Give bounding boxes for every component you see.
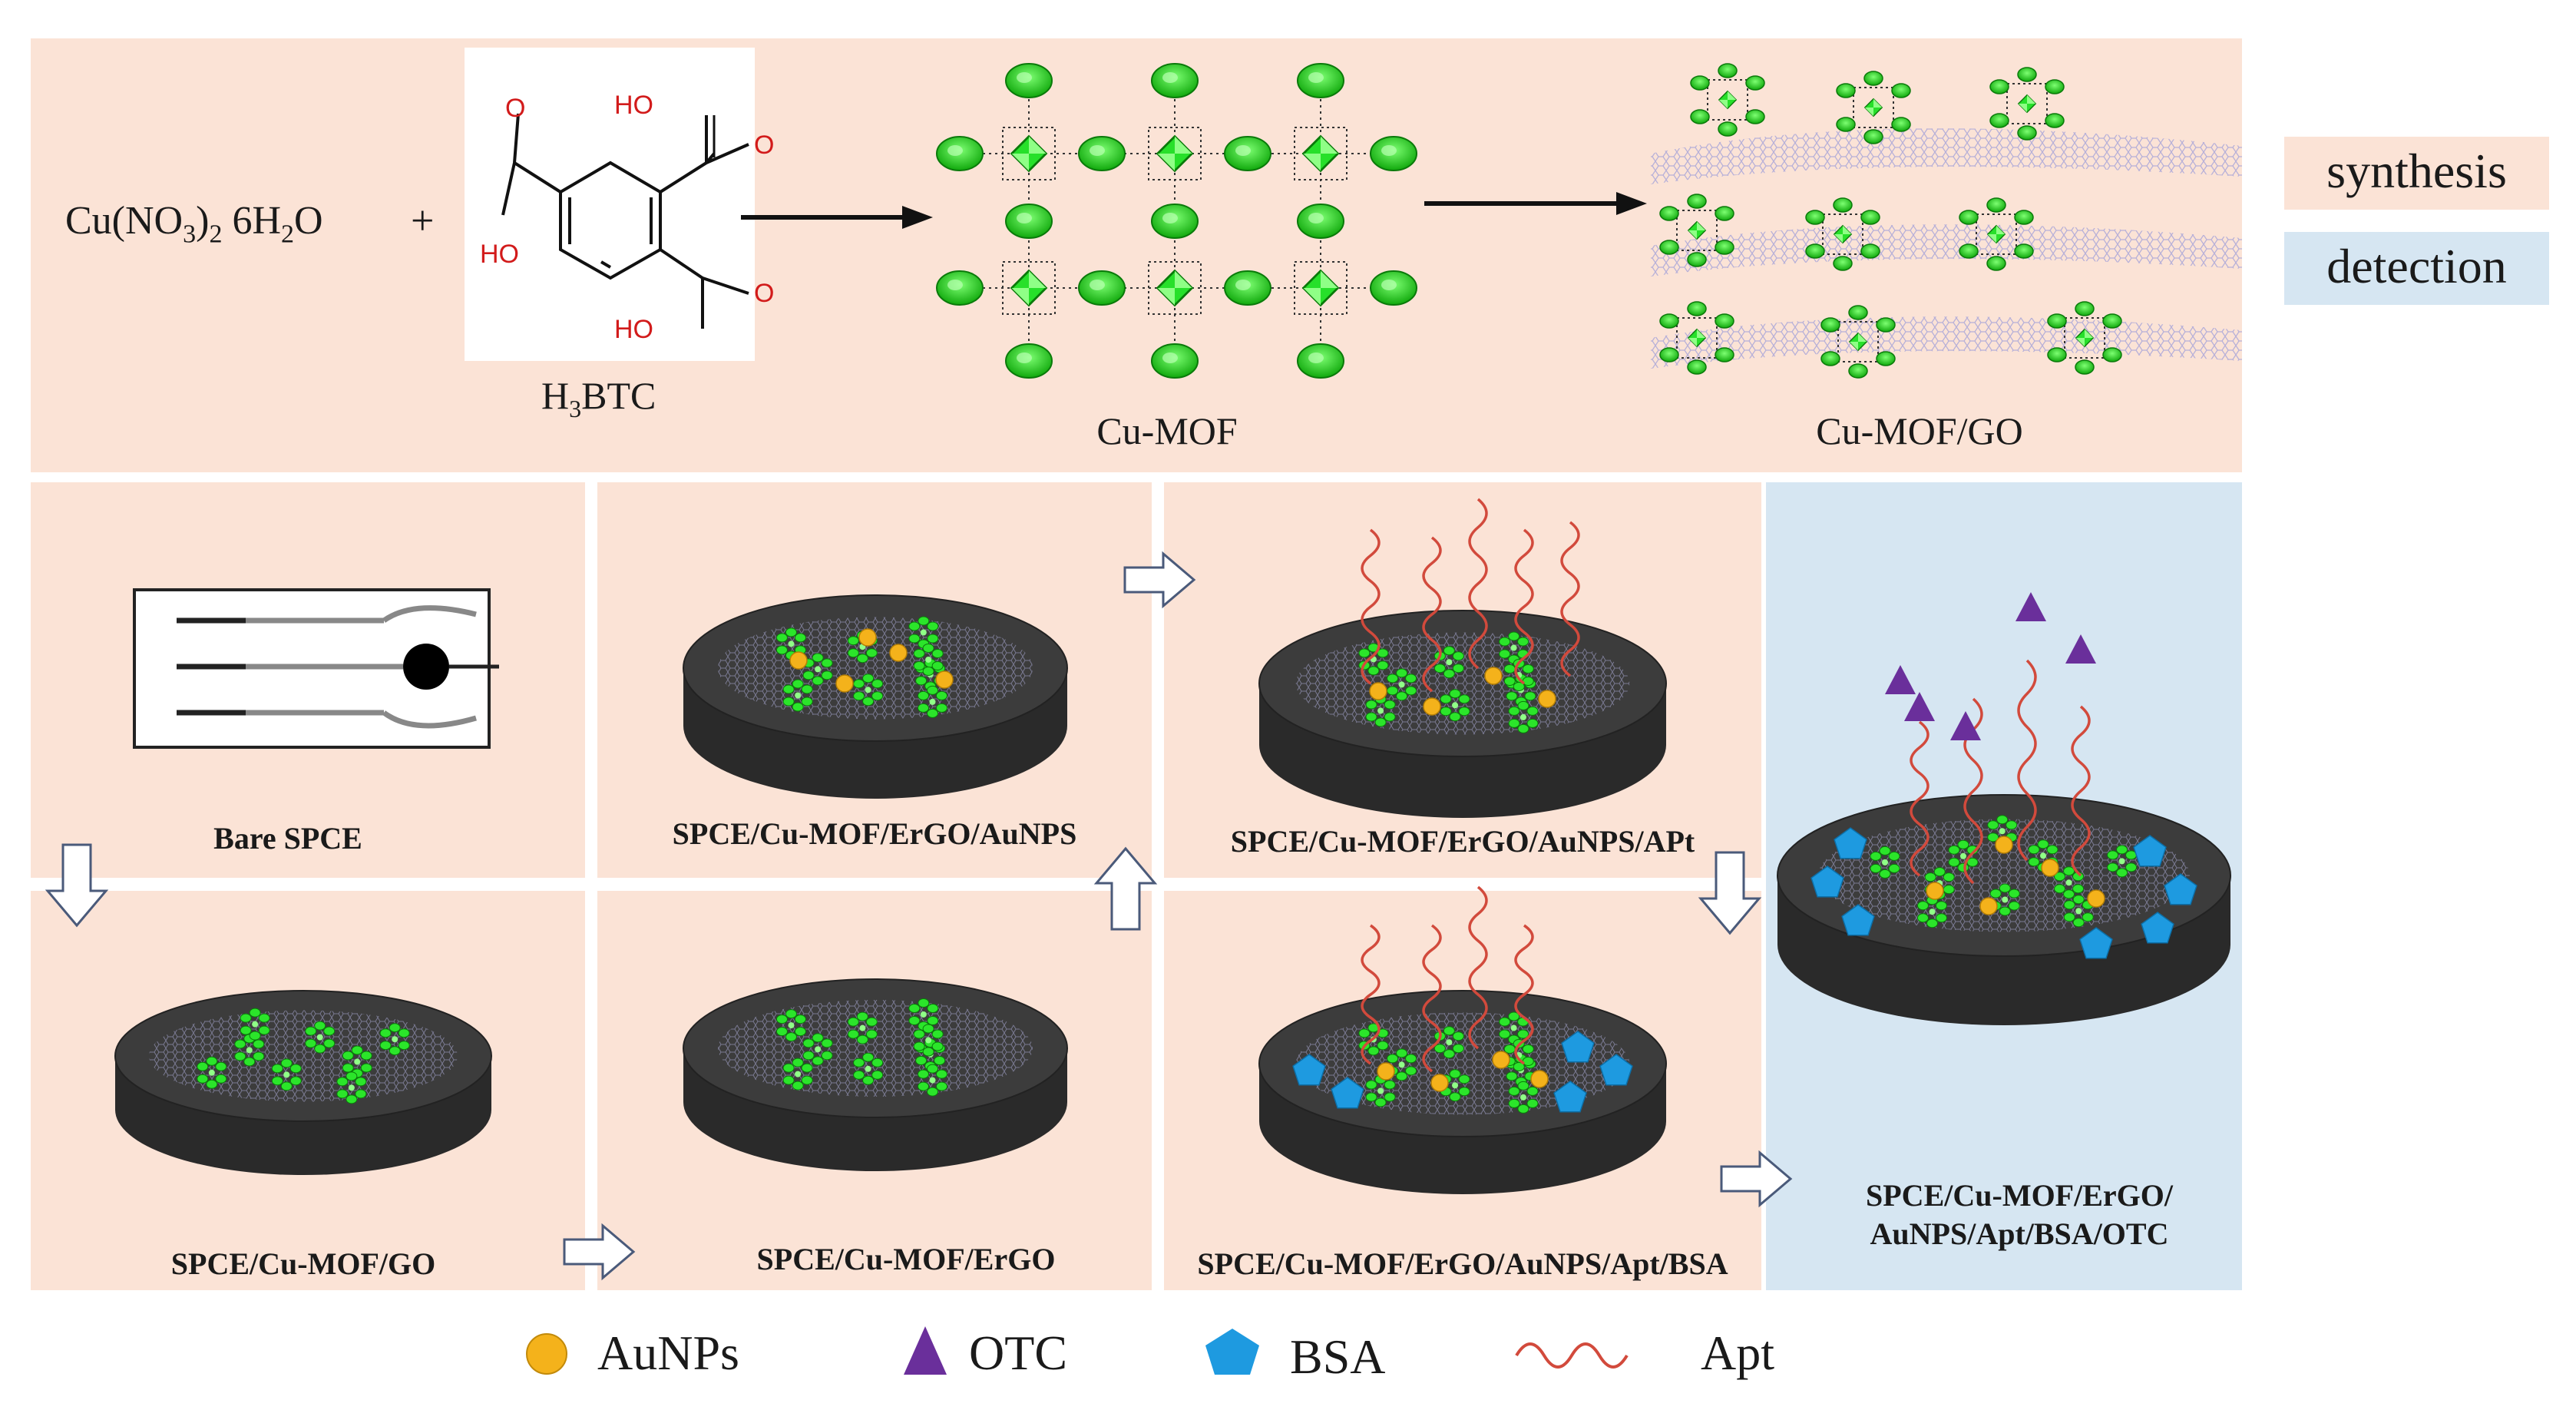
synthesis-arrow-2 xyxy=(1424,192,1647,215)
h3btc-structure-box xyxy=(465,48,755,361)
step-arrow-down-1 xyxy=(46,843,107,927)
cu-mof-lattice xyxy=(936,63,1417,379)
legend-label-bsa: BSA xyxy=(1290,1329,1386,1384)
pentagon-icon xyxy=(1205,1329,1259,1375)
detection-legend-box xyxy=(2284,232,2549,305)
step-label-aunps: SPCE/Cu-MOF/ErGO/AuNPS xyxy=(672,816,1077,851)
cu-mof-label: Cu-MOF xyxy=(1096,409,1238,452)
electrode-disc xyxy=(683,978,1068,1171)
step-label-otc-line1: SPCE/Cu-MOF/ErGO/ xyxy=(1866,1178,2173,1213)
oh-label-bottom: HO xyxy=(614,315,653,344)
h3btc-oxygen-atoms: O O O xyxy=(505,94,774,308)
h3btc-structure xyxy=(501,113,749,329)
step-arrow-right-2 xyxy=(1123,552,1195,607)
step-arrow-right-3 xyxy=(1720,1151,1792,1206)
electrode-disc xyxy=(1258,885,1667,1194)
step-label-ergo: SPCE/Cu-MOF/ErGO xyxy=(756,1242,1056,1276)
plus-sign: + xyxy=(411,197,435,243)
electrode-disc xyxy=(114,990,492,1175)
legend-label-apt: Apt xyxy=(1701,1326,1774,1380)
triangle-icon xyxy=(904,1326,947,1375)
electrode-disc xyxy=(683,594,1068,799)
step-label-mof-go: SPCE/Cu-MOF/GO xyxy=(170,1246,436,1281)
step-label-otc-line2: AuNPS/Apt/BSA/OTC xyxy=(1870,1216,2169,1251)
electrode-disc xyxy=(1777,592,2231,1025)
detection-legend-label: detection xyxy=(2326,239,2507,293)
svg-text:O: O xyxy=(754,279,774,308)
step-arrow-down-2 xyxy=(1699,851,1761,935)
cu-mof-go-label: Cu-MOF/GO xyxy=(1816,409,2023,452)
electrode-disc xyxy=(1258,498,1667,818)
legend-label-otc: OTC xyxy=(969,1326,1067,1380)
synthesis-legend-label: synthesis xyxy=(2326,144,2507,198)
linker-label: H3BTC xyxy=(541,374,656,422)
wave-icon xyxy=(1515,1342,1629,1369)
oh-label-left: HO xyxy=(480,240,519,269)
svg-text:O: O xyxy=(754,131,774,160)
synthesis-arrow-1 xyxy=(741,206,933,229)
step-label-bare: Bare SPCE xyxy=(213,821,362,856)
synthesis-legend-box xyxy=(2284,137,2549,210)
step-label-bsa: SPCE/Cu-MOF/ErGO/AuNPS/Apt/BSA xyxy=(1197,1246,1728,1281)
step-arrow-up-1 xyxy=(1095,847,1156,931)
reactant-label: Cu(NO3)2 6H2O xyxy=(65,199,323,249)
oh-label-top: HO xyxy=(614,91,653,120)
svg-text:O: O xyxy=(505,94,525,123)
bare-spce-electrode xyxy=(133,588,499,749)
legend-label-aunps: AuNPs xyxy=(597,1326,739,1380)
step-label-apt: SPCE/Cu-MOF/ErGO/AuNPS/APt xyxy=(1230,824,1695,859)
circle-icon xyxy=(526,1333,567,1375)
cu-mof-go-composite xyxy=(1651,64,2242,378)
